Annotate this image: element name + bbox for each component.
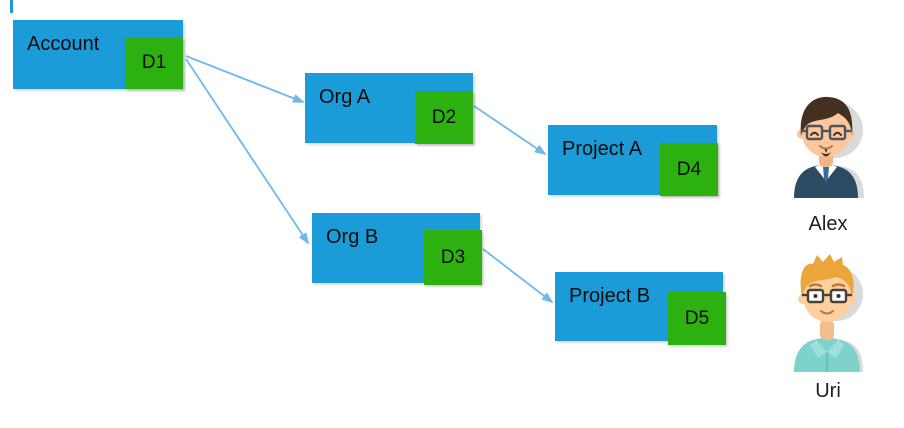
badge-d4: D4 [660, 143, 718, 196]
node-org-b-label: Org B [326, 226, 379, 248]
node-org-a: Org A D2 [305, 73, 473, 144]
node-project-a: Project A D4 [548, 125, 718, 196]
node-account-label: Account [27, 33, 100, 55]
node-project-a-label: Project A [562, 138, 643, 160]
edge-d1-to-org-b [185, 58, 310, 245]
badge-d5-label: D5 [684, 307, 710, 329]
edge-d2-to-project-a [473, 105, 547, 156]
clipped-shape-artifact [10, 0, 13, 13]
alex-avatar-icon [794, 96, 864, 198]
uri-avatar-icon [794, 254, 863, 372]
badge-d4-label: D4 [676, 158, 702, 180]
badge-d1-label: D1 [141, 52, 167, 73]
badge-d3: D3 [424, 230, 482, 285]
user-alex: Alex [780, 90, 876, 236]
node-project-b-label: Project B [569, 285, 651, 307]
user-uri-name: Uri [815, 380, 841, 402]
node-org-a-label: Org A [319, 86, 371, 108]
user-alex-name: Alex [808, 213, 848, 235]
node-org-b: Org B D3 [312, 213, 482, 285]
edge-d1-to-org-a [185, 55, 305, 103]
node-account: Account D1 [13, 20, 183, 89]
badge-d2: D2 [415, 91, 473, 144]
badge-d2-label: D2 [431, 106, 457, 128]
badge-d1: D1 [125, 37, 183, 89]
user-uri: Uri [780, 252, 876, 403]
edge-d3-to-project-b [482, 248, 554, 304]
badge-d3-label: D3 [440, 246, 466, 268]
node-project-b: Project B D5 [555, 272, 726, 345]
badge-d5: D5 [668, 292, 726, 345]
